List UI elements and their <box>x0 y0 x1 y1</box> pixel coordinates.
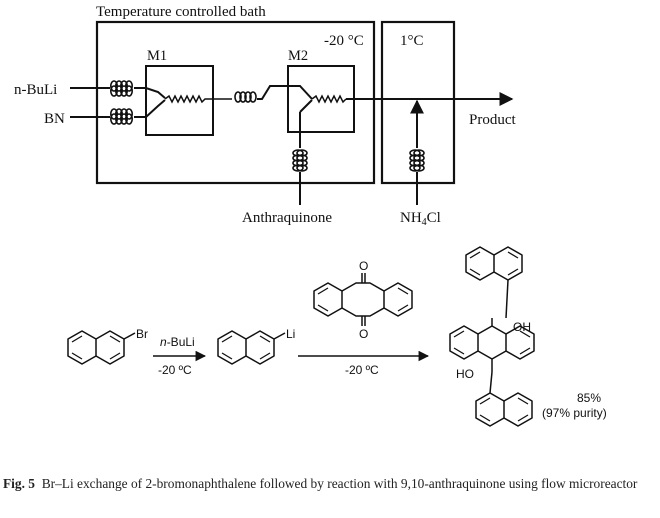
mixer-m1-zigzag <box>164 94 232 104</box>
anthraquinone-label: Anthraquinone <box>242 210 332 226</box>
product-label: Product <box>469 112 516 128</box>
mixer-m2-zigzag <box>311 94 347 104</box>
br-label: Br <box>136 327 148 341</box>
inlet-bn-line <box>70 99 166 118</box>
anthraquinone-coil <box>292 149 308 172</box>
inlet-nbuli-line <box>70 87 166 99</box>
product-structure: OH HO <box>449 246 535 427</box>
figure-caption: Fig. 5 Br–Li exchange of 2-bromonaphthal… <box>3 474 655 493</box>
yield-label: 85% <box>577 391 601 405</box>
anthraquinone-structure: O O <box>313 259 413 341</box>
bath-temperature: -20 °C <box>324 33 364 49</box>
mixer-m1-box <box>145 65 214 136</box>
step-2-temperature: -20 ºC <box>345 363 379 377</box>
flow-diagram: Temperature controlled bath -20 °C 1°C M… <box>14 4 516 228</box>
inlet-nbuli-coil <box>110 80 134 97</box>
mixer-m2-label: M2 <box>288 48 308 64</box>
step-1-temperature: -20 ºC <box>158 363 192 377</box>
inlet-bn-coil <box>110 108 134 125</box>
lithionaphthalene-structure: Li <box>217 327 295 365</box>
temperature-bath-box <box>95 20 376 185</box>
oh-bottom-label: HO <box>456 367 474 381</box>
purity-label: (97% purity) <box>542 406 607 420</box>
bromonaphthalene-structure: Br <box>67 327 148 365</box>
reaction-scheme: Br n-BuLi -20 ºC Li O O -20 º <box>67 246 607 427</box>
reagent-nbuli: n-BuLi <box>160 335 195 349</box>
caption-text: Br–Li exchange of 2-bromonaphthalene fol… <box>41 476 638 491</box>
residence-coil <box>234 91 257 103</box>
quench-coil <box>409 149 425 172</box>
quench-reagent-label: NH4Cl <box>400 210 441 228</box>
mixer-m2-feed <box>299 99 313 113</box>
inlet-bn-label: BN <box>44 111 65 127</box>
mixer-m1-label: M1 <box>147 48 167 64</box>
carbonyl-bottom-o: O <box>359 327 368 341</box>
figure-canvas: Temperature controlled bath -20 °C 1°C M… <box>14 4 607 427</box>
li-label: Li <box>286 327 295 341</box>
inlet-nbuli-label: n-BuLi <box>14 82 57 98</box>
quench-temperature: 1°C <box>400 33 424 49</box>
oh-top-label: OH <box>513 320 531 334</box>
connector-line <box>257 85 313 100</box>
figure-label: Fig. 5 <box>3 476 35 491</box>
bath-label: Temperature controlled bath <box>96 4 266 20</box>
carbonyl-top-o: O <box>359 259 368 273</box>
